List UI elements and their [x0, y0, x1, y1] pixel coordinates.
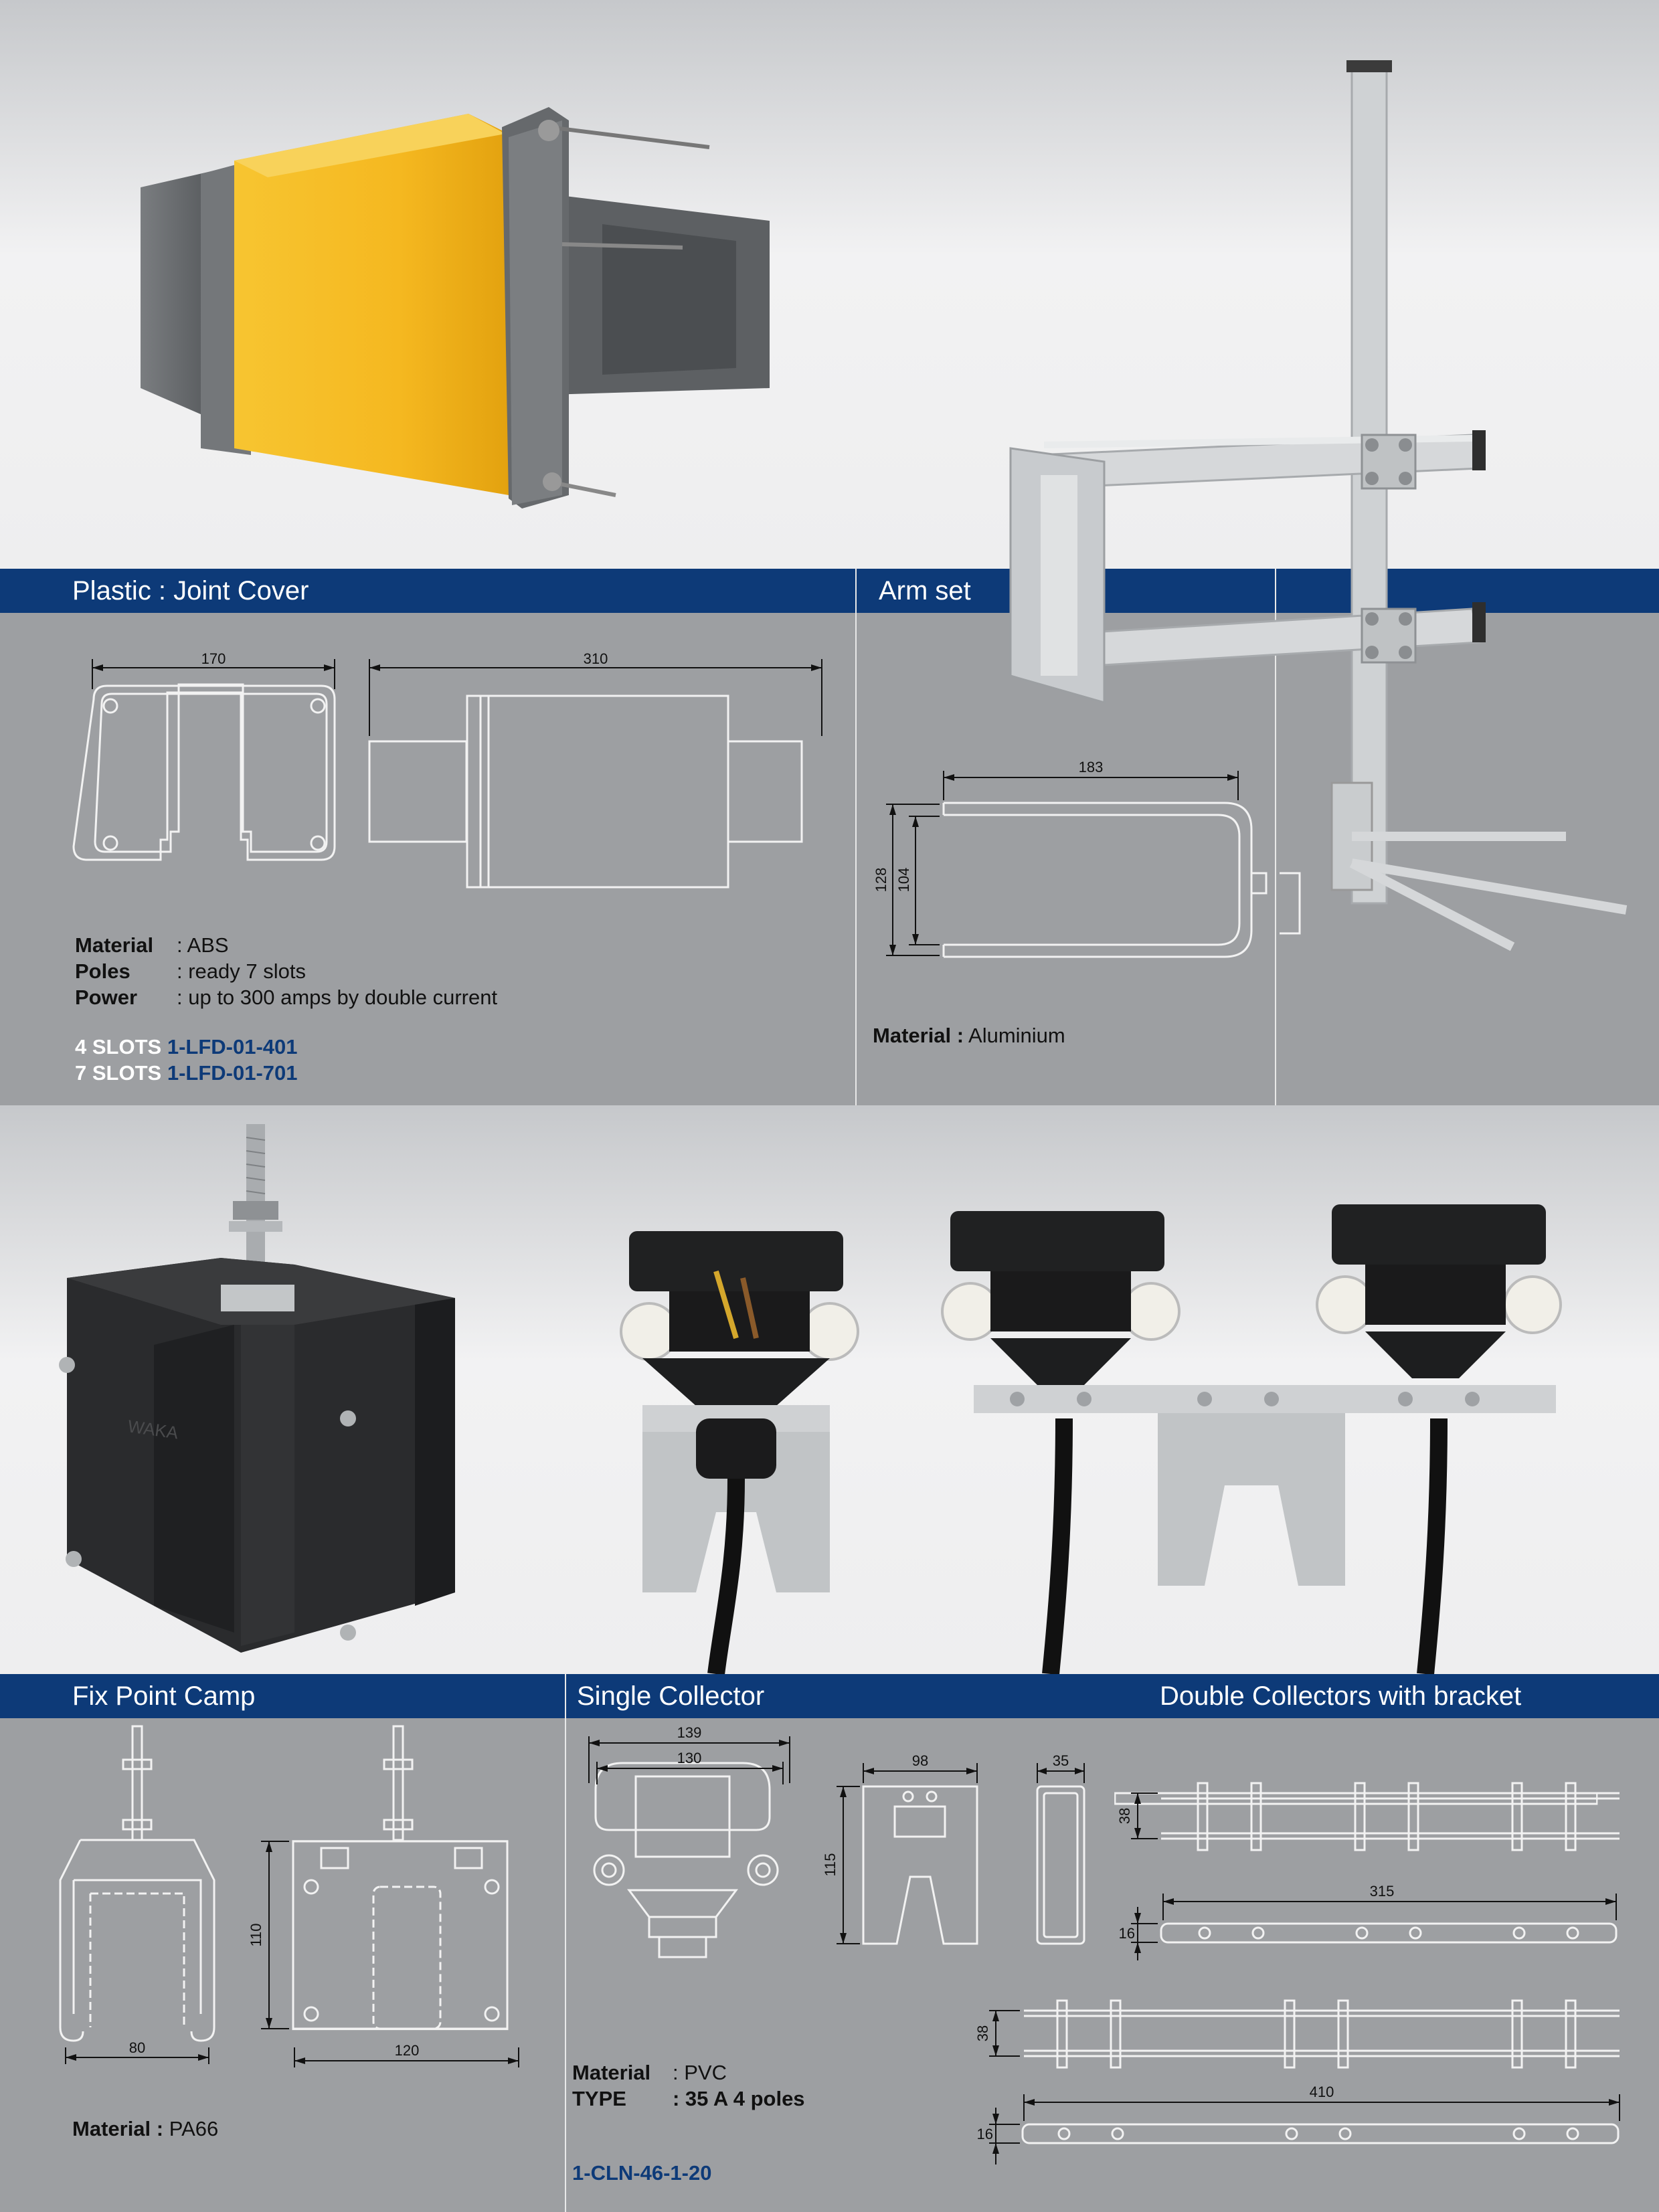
single-collector-code: 1-CLN-46-1-20 — [572, 2161, 712, 2185]
collector-panel — [566, 1718, 1659, 2212]
fix-point-photo: WAKA — [59, 1124, 455, 1653]
code-row: 7 SLOTS 1-LFD-01-701 — [75, 1061, 298, 1085]
bracket-dim-depth: 35 — [1053, 1752, 1069, 1769]
bracket-dim-width: 98 — [912, 1752, 928, 1769]
spec-row-material: Material: PVC — [572, 2061, 727, 2084]
double-dim-l2: 410 — [1310, 2084, 1334, 2100]
arm-set-title: Arm set — [879, 576, 971, 606]
single-collector-title: Single Collector — [577, 1681, 765, 1711]
single-collector-dim-inner: 130 — [677, 1750, 702, 1766]
arm-set-photo — [1009, 60, 1628, 951]
arm-set-dim-outer: 128 — [873, 868, 889, 893]
joint-cover-dim-width: 170 — [201, 650, 226, 667]
joint-cover-specs: Material: ABS Poles: ready 7 slots Power… — [75, 932, 497, 1010]
panel-divider — [565, 1674, 566, 2212]
double-dim-t1: 16 — [1119, 1925, 1135, 1942]
joint-cover-drawing: 170 310 — [72, 650, 822, 889]
fix-point-drawing: 80 110 120 — [59, 1725, 519, 2067]
double-collector-title: Double Collectors with bracket — [1160, 1681, 1522, 1711]
fix-point-dim-length: 120 — [395, 2042, 420, 2059]
single-collector-dim-outer: 139 — [677, 1724, 702, 1741]
double-dim-t2: 16 — [977, 2126, 993, 2142]
arm-set-dim-inner: 104 — [895, 868, 912, 893]
joint-cover-title: Plastic : Joint Cover — [72, 576, 309, 606]
fix-point-dim-height: 110 — [248, 1923, 264, 1946]
double-dim-l1: 315 — [1370, 1883, 1395, 1900]
spec-row-type: TYPE: 35 A 4 poles — [572, 2087, 805, 2110]
joint-cover-codes: 4 SLOTS 1-LFD-01-401 7 SLOTS 1-LFD-01-70… — [75, 1034, 298, 1086]
double-dim-h2: 38 — [974, 2025, 991, 2041]
fix-point-dim-width: 80 — [129, 2039, 145, 2056]
arm-set-drawing: 183 128 104 — [873, 759, 1301, 958]
arm-set-panel — [857, 613, 1659, 1105]
arm-set-dim-length: 183 — [1079, 759, 1104, 775]
panel-divider — [1275, 569, 1276, 1105]
spec-row-power: Power: up to 300 amps by double current — [75, 986, 498, 1009]
joint-cover-photo — [141, 107, 770, 509]
double-collector-photo — [941, 1204, 1562, 1675]
single-collector-photo — [620, 1231, 859, 1675]
double-collector-drawing: 38 315 16 38 410 16 — [974, 1782, 1620, 2164]
spec-row-material: Material: ABS — [75, 933, 229, 957]
bracket-dim-height: 115 — [822, 1853, 839, 1876]
row2-title-bar — [0, 1674, 1659, 1718]
fix-point-panel — [0, 1718, 565, 2212]
collectors-photo — [620, 1204, 1562, 1675]
arm-set-material: Material : Aluminium — [873, 1024, 1065, 1047]
spec-row-poles: Poles: ready 7 slots — [75, 959, 306, 983]
double-dim-h1: 38 — [1116, 1808, 1133, 1824]
single-collector-drawing: 139 130 98 35 115 — [588, 1724, 1085, 1958]
joint-cover-dim-length: 310 — [584, 650, 608, 667]
code-row: 4 SLOTS 1-LFD-01-401 — [75, 1035, 298, 1058]
fix-point-material: Material : PA66 — [72, 2117, 219, 2140]
panel-divider — [855, 569, 857, 1105]
single-collector-specs: Material: PVC TYPE: 35 A 4 poles — [572, 2059, 805, 2112]
fix-point-title: Fix Point Camp — [72, 1681, 256, 1711]
